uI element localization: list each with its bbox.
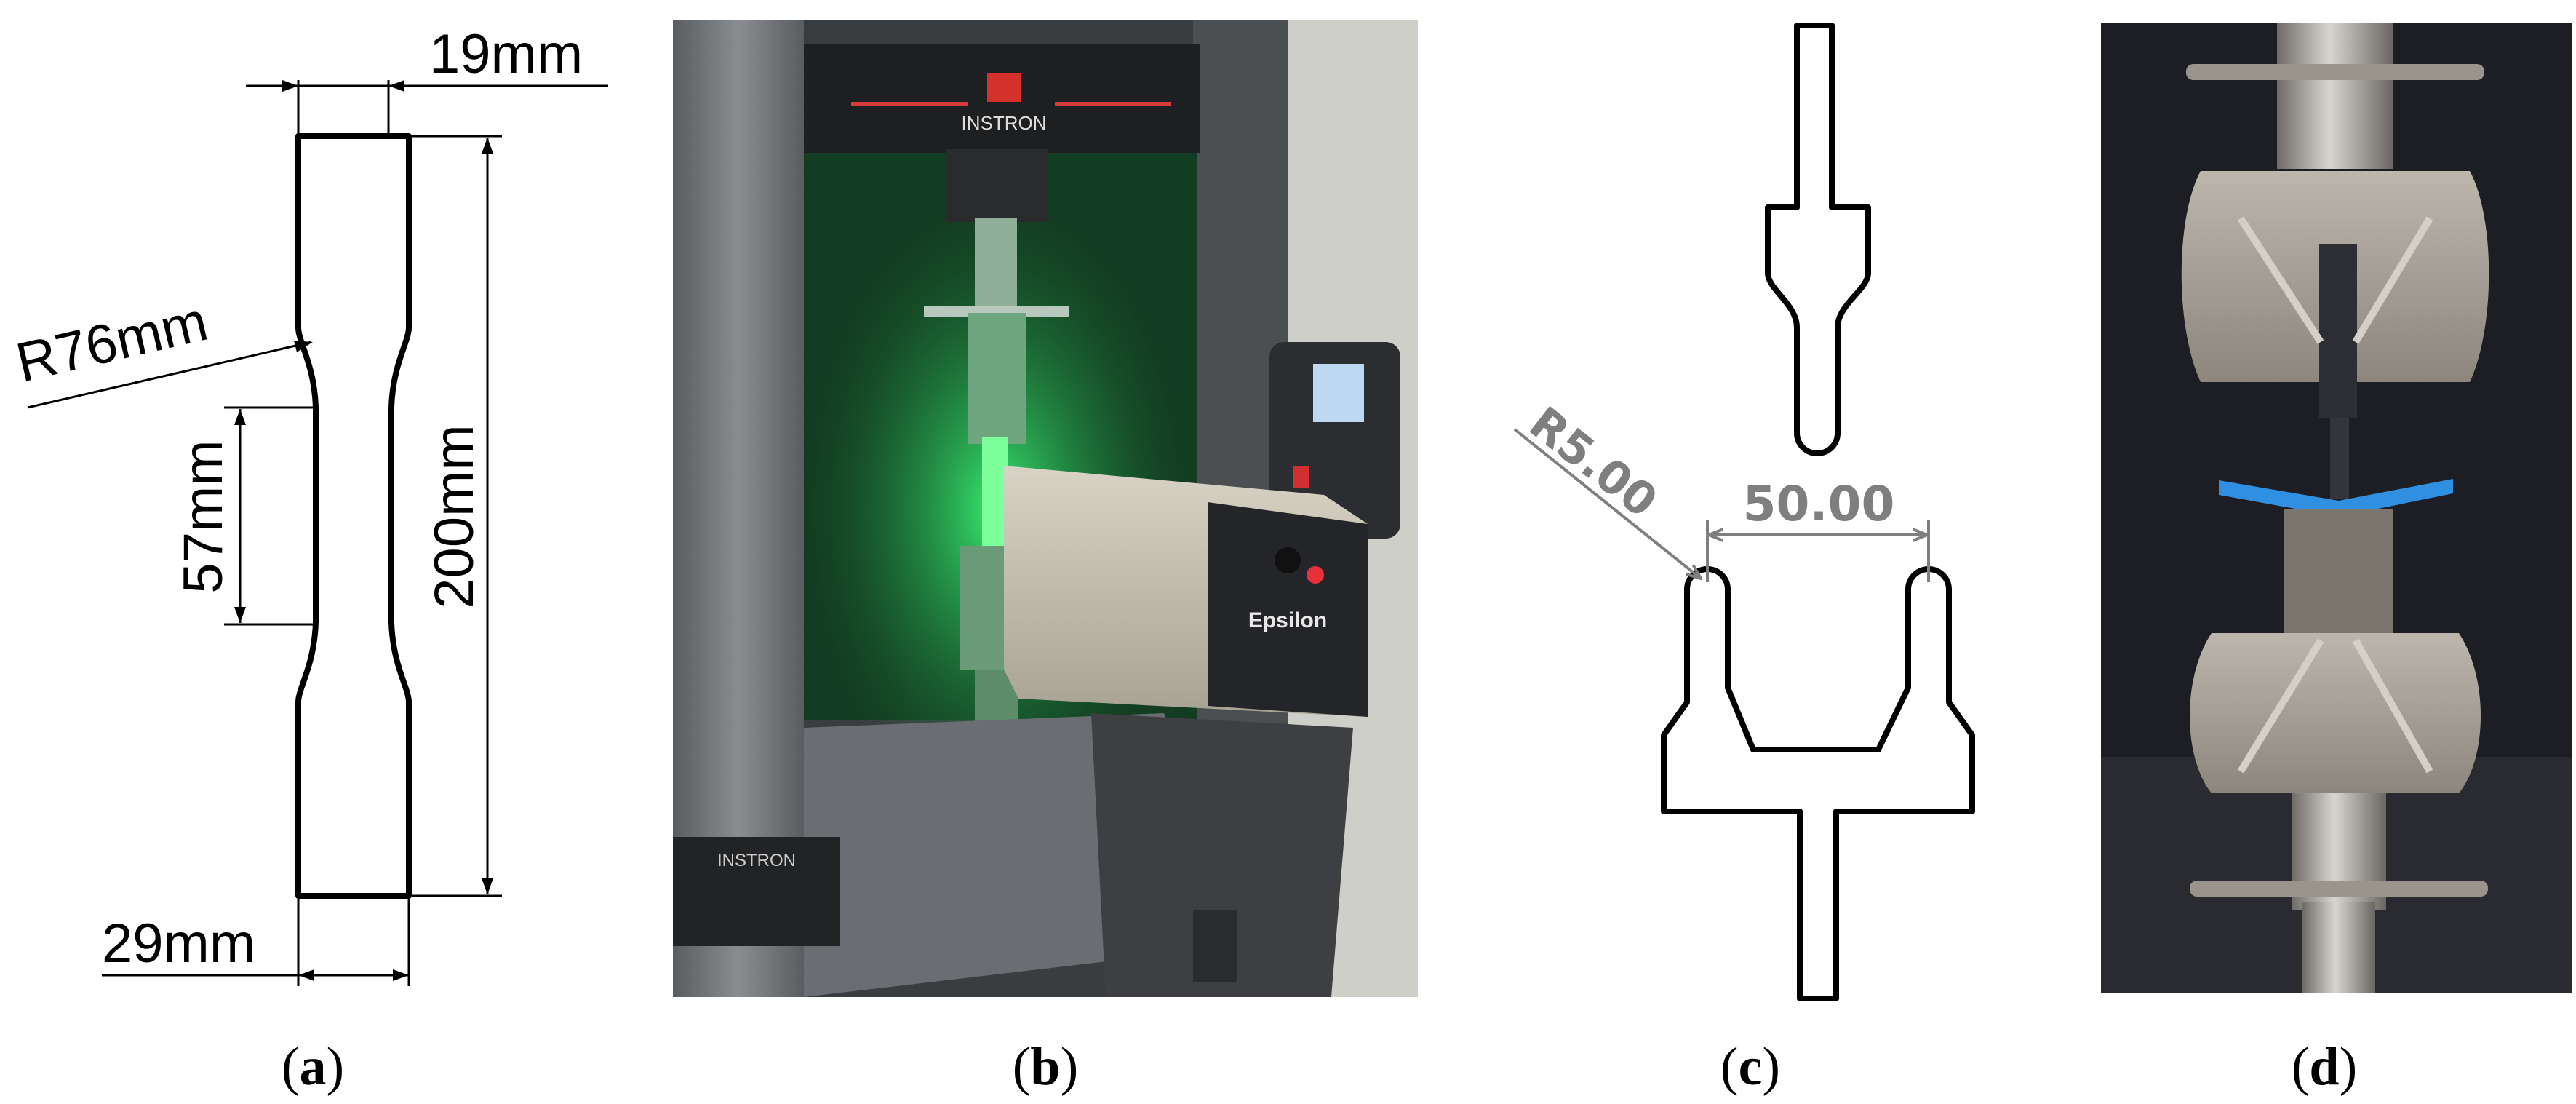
instron-base bbox=[673, 837, 840, 946]
dim-total-length-label: 200mm bbox=[423, 424, 485, 608]
panel-c-drawing: 50.00 R5.00 bbox=[1513, 23, 1975, 1001]
extensometer-knob bbox=[1275, 547, 1301, 573]
rail-knob bbox=[1193, 910, 1237, 982]
blue-specimen bbox=[2219, 479, 2453, 517]
caption-b: (b) bbox=[1013, 1037, 1078, 1097]
bottom-arrowhead-right bbox=[393, 969, 409, 981]
dim-radius-leader-c bbox=[1513, 428, 1701, 579]
panel-a-drawing: 19mm R76mm 57mm 200mm 29mm bbox=[11, 23, 608, 986]
lower-fixture-strut-right bbox=[2352, 638, 2433, 774]
upper-fixture-strut-left bbox=[2237, 216, 2324, 344]
dim-gauge-length-label: 57mm bbox=[172, 440, 234, 593]
top-handle bbox=[2186, 64, 2484, 80]
arrowhead-right bbox=[388, 80, 404, 92]
controller-handset bbox=[1269, 342, 1400, 539]
radius-arrowhead bbox=[294, 341, 313, 352]
crosshead-red-stripe-2 bbox=[1055, 102, 1171, 106]
upper-fixture-strut-right bbox=[2352, 216, 2433, 344]
upper-grip-rod bbox=[975, 218, 1017, 306]
caption-c: (c) bbox=[1720, 1037, 1780, 1097]
panel-b-photo: INSTRON INSTRON Epsilon bbox=[673, 20, 1418, 997]
machine-left-column bbox=[673, 20, 804, 997]
extensometer-indicator-light bbox=[1307, 566, 1324, 584]
upper-grip-handle bbox=[924, 306, 1069, 317]
top-rod bbox=[2277, 23, 2393, 169]
dim-radius-label-c: R5.00 bbox=[1520, 396, 1667, 528]
gauge-arrowhead-bottom bbox=[234, 607, 246, 623]
extensometer-rail bbox=[1091, 713, 1353, 997]
bottom-arrowhead-left bbox=[298, 969, 314, 981]
crosshead-red-stripe bbox=[851, 102, 968, 106]
load-cell bbox=[946, 149, 1048, 222]
controller-red-button bbox=[1293, 466, 1309, 488]
lower-die-outline bbox=[1661, 566, 1975, 1001]
instron-brand-bottom: INSTRON bbox=[717, 851, 796, 870]
upper-punch-outline bbox=[1765, 23, 1871, 456]
dim-width-top-label: 19mm bbox=[429, 23, 583, 85]
lower-fixture-plate bbox=[2190, 633, 2481, 793]
gauge-arrowhead-top bbox=[234, 409, 246, 425]
instron-brand-top: INSTRON bbox=[962, 112, 1047, 134]
panel-d-photo bbox=[2101, 23, 2572, 993]
extensometer-front bbox=[1208, 502, 1368, 717]
arrowhead-left bbox=[282, 80, 298, 92]
instron-logo-icon bbox=[987, 73, 1021, 102]
extensometer-brand: Epsilon bbox=[1248, 608, 1327, 632]
caption-d: (d) bbox=[2292, 1037, 2357, 1097]
dim-width-bottom-label: 29mm bbox=[102, 913, 255, 974]
bottom-shaft bbox=[2302, 902, 2375, 993]
upper-punch-holder bbox=[2319, 244, 2357, 418]
lower-die-holder bbox=[2284, 509, 2393, 655]
total-arrowhead-bottom bbox=[482, 878, 493, 894]
total-arrowhead-top bbox=[482, 138, 493, 154]
dim-radius-leader bbox=[27, 341, 312, 409]
dim-gap-label: 50.00 bbox=[1743, 476, 1895, 532]
caption-a: (a) bbox=[282, 1037, 344, 1097]
lower-fixture-strut-left bbox=[2237, 638, 2324, 774]
dim-radius-label: R76mm bbox=[11, 290, 213, 394]
bottom-handle bbox=[2190, 881, 2488, 897]
dogbone-specimen-outline bbox=[295, 133, 412, 899]
upper-grip-body bbox=[968, 313, 1026, 444]
controller-screen bbox=[1313, 364, 1364, 422]
upper-punch-blade bbox=[2330, 418, 2349, 499]
